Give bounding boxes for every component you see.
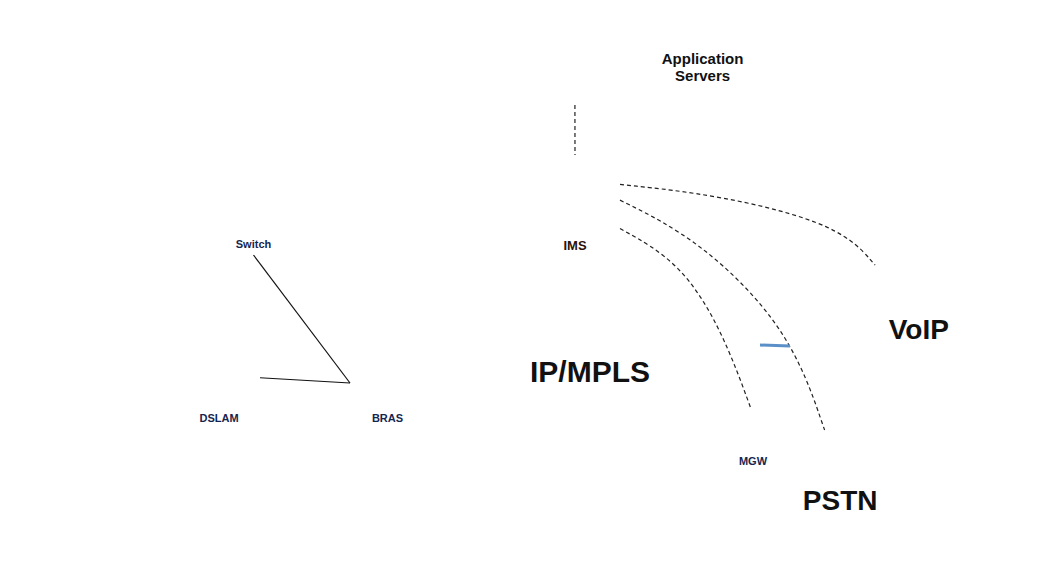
connector <box>620 200 825 430</box>
switch-box: Switch <box>222 172 285 255</box>
node-label: DSLAM <box>199 412 238 425</box>
connector <box>260 378 350 383</box>
router-box: BRAS <box>350 330 425 430</box>
node-label: IP/MPLS <box>530 355 650 390</box>
node-label: MGW <box>739 455 767 468</box>
node-label: IMS <box>563 239 586 254</box>
house-icon <box>63 403 97 436</box>
device-symbol <box>244 200 263 211</box>
house-icon <box>38 325 72 358</box>
cloud-fill <box>423 255 756 480</box>
cloud-outline <box>792 265 1017 400</box>
gateway-box: MGW <box>730 408 776 470</box>
server-stack: Application Servers <box>525 5 765 105</box>
house-icon <box>105 223 139 256</box>
access-line <box>90 382 180 424</box>
house-icon <box>116 135 150 168</box>
node-label: BRAS <box>372 412 403 425</box>
node-label: Switch <box>236 238 271 251</box>
connector <box>620 184 875 265</box>
device-symbol <box>205 364 233 382</box>
house-platform <box>7 328 183 432</box>
laptop-icon <box>84 287 112 318</box>
dslam-box: DSLAM <box>178 335 260 430</box>
access-line <box>102 331 180 382</box>
house-icon <box>75 310 109 343</box>
access-line <box>85 211 224 214</box>
access-line <box>132 214 224 244</box>
device-symbol <box>746 426 760 440</box>
pstn-cloud: PSTN <box>705 430 965 548</box>
cloud-fill <box>792 265 1017 400</box>
node-label: PSTN <box>803 485 878 517</box>
house-platform <box>55 160 225 250</box>
phone-icon <box>34 290 64 326</box>
signalling-line <box>110 116 528 190</box>
cloud-fill <box>708 430 963 548</box>
house-icon <box>15 367 49 400</box>
connector <box>254 255 351 383</box>
access-line <box>65 346 180 382</box>
network-cloud: IP/MPLS <box>420 255 760 480</box>
phone-icon <box>30 110 60 146</box>
ims-box: IMS <box>530 155 620 260</box>
access-line <box>105 166 224 214</box>
signalling-line <box>118 235 528 299</box>
house-icon <box>78 145 112 178</box>
device-symbol <box>376 358 399 381</box>
laptop-icon <box>80 105 108 136</box>
access-line <box>42 382 180 388</box>
office-building <box>54 470 112 562</box>
network-cloud: VoIP <box>790 265 1020 400</box>
access-line <box>143 156 224 214</box>
cloud-outline <box>423 255 756 480</box>
access-line <box>106 396 181 506</box>
node-label: Application Servers <box>645 50 760 85</box>
cloud-outline <box>708 430 963 548</box>
node-label: VoIP <box>889 314 949 346</box>
house-icon <box>58 190 92 223</box>
connector <box>760 345 790 346</box>
connector <box>574 105 575 155</box>
